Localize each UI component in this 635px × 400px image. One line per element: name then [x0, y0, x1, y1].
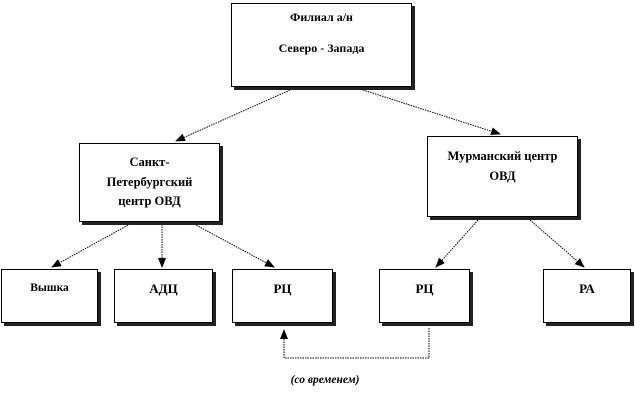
- arrow-root-to-spb: [175, 89, 291, 142]
- arrow-spb-to-rc: [193, 223, 275, 268]
- node-branch-northwest-line1: Филиал а/н: [290, 10, 353, 24]
- node-spb-center-line1: Санкт-: [129, 155, 170, 170]
- node-branch-northwest: Филиал а/н Северо - Запада: [231, 3, 412, 87]
- node-vyshka: Вышка: [1, 269, 98, 323]
- node-ra-label: РА: [579, 281, 595, 296]
- node-rc-murmansk-label: РЦ: [415, 281, 434, 296]
- node-spb-center-line2: Петербургский: [106, 174, 193, 189]
- node-vyshka-label: Вышка: [30, 282, 69, 294]
- node-murmansk-center: Мурманский центр ОВД: [427, 136, 578, 217]
- arrow-murmansk-to-ra: [529, 219, 585, 268]
- arrow-spb-to-vyshka: [51, 223, 131, 268]
- node-adc: АДЦ: [114, 269, 213, 323]
- node-branch-northwest-line2: Северо - Запада: [278, 41, 365, 55]
- node-ra: РА: [543, 269, 631, 323]
- node-spb-center: Санкт- Петербургский центр ОВД: [79, 143, 220, 222]
- node-adc-label: АДЦ: [149, 281, 178, 296]
- node-murmansk-center-line2: ОВД: [489, 169, 516, 183]
- caption-future-note: (со временем): [290, 374, 360, 386]
- node-rc-spb-label: РЦ: [273, 281, 292, 296]
- node-rc-murmansk: РЦ: [379, 269, 470, 323]
- arrow-root-to-murmansk: [362, 89, 501, 136]
- arrow-rc-future-link: [280, 328, 430, 359]
- node-murmansk-center-line1: Мурманский центр: [447, 149, 558, 163]
- node-rc-spb: РЦ: [232, 269, 333, 323]
- node-spb-center-line3: центр ОВД: [118, 194, 181, 209]
- arrow-murmansk-to-rc: [435, 219, 479, 268]
